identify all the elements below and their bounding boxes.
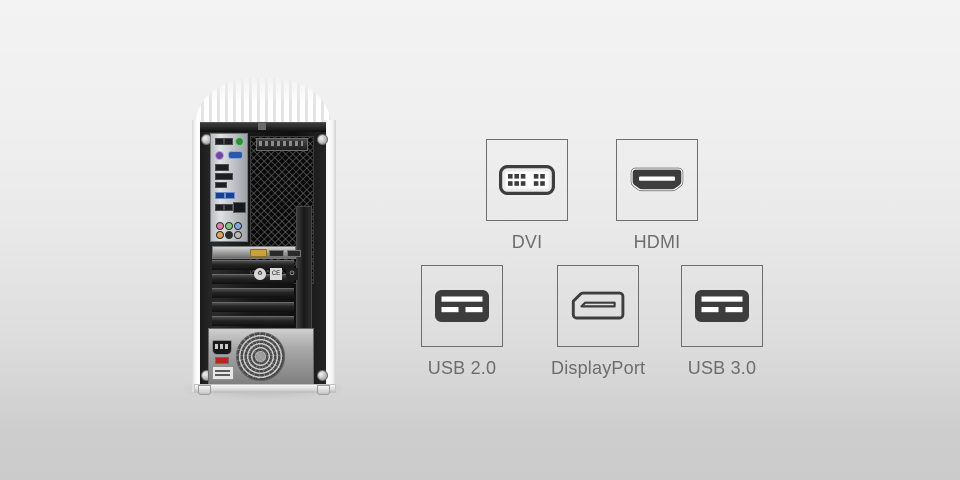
io-usb3-port [225,192,235,199]
hdmi-port-icon [630,167,684,192]
psu-power-switch[interactable] [215,357,229,364]
expansion-slot-cover [212,260,294,270]
motherboard-io-shield [210,133,248,242]
card-displayport-connector [287,250,301,257]
expansion-slot-cover [212,288,294,298]
tower-base [194,384,336,393]
port-icon-box-hdmi [616,139,698,221]
usb-port-icon [695,290,749,322]
io-vga-port [228,151,243,159]
expansion-card-bracket [212,246,301,259]
psu-socket-pin [215,344,218,349]
port-icon-box-displayport [557,265,640,347]
tower-left-panel [192,120,202,392]
io-usb-port [224,138,233,145]
io-serial-port [215,164,229,171]
thumbscrew [317,134,328,145]
ce-mark-icon: CE [270,268,282,280]
regulatory-marks: ♻ CE ⏻ [254,268,302,281]
tower-top-notch [258,123,266,130]
io-ethernet-port [233,202,246,213]
psu-label-line [215,370,230,372]
io-audio-jack-rear [225,231,233,239]
port-icon-box-dvi [486,139,568,221]
io-usb3-port [215,192,225,199]
port-label-dvi: DVI [511,232,543,252]
port-label-displayport: DisplayPort [551,358,646,378]
port-label-usb2: USB 2.0 [427,358,497,378]
io-ps2-port [235,137,244,146]
psu-rating-label [212,366,234,380]
dvi-port-icon [499,165,555,195]
io-audio-jack-center [216,231,224,239]
io-audio-jack-mic [216,222,224,230]
io-audio-jack-line-in [234,222,242,230]
expansion-slot-cover [212,302,294,312]
io-legacy-port [215,182,227,188]
io-ps2-port [215,151,224,160]
psu-fan-spokes [236,332,283,379]
io-audio-jack-side [234,231,242,239]
port-icon-box-usb3 [681,265,763,347]
expansion-slot-cover [212,316,294,326]
psu-socket-pin [225,344,228,349]
psu-label-line [215,374,230,376]
tower-right-panel [324,120,336,392]
weee-mark-icon: ⏻ [286,268,298,280]
port-card-usb3[interactable]: USB 3.0 [681,265,763,379]
io-usb-port [215,138,224,145]
recycle-mark-icon: ♻ [254,268,266,280]
psu-power-socket [212,340,232,355]
tower-top-highlight [196,78,330,124]
usb-port-icon [435,290,489,322]
port-label-hdmi: HDMI [633,232,681,252]
tower-foot [317,385,330,395]
card-hdmi-connector [269,250,284,257]
expansion-slot-cover [212,274,294,284]
port-icon-box-usb2 [421,265,503,347]
port-card-hdmi[interactable]: HDMI [616,139,698,253]
io-parallel-port [215,173,233,180]
io-audio-jack-line-out [225,222,233,230]
psu-socket-pin [220,344,223,349]
io-usb-port [224,204,233,211]
port-card-dvi[interactable]: DVI [486,139,568,253]
io-usb-port [215,204,224,211]
port-label-usb3: USB 3.0 [687,358,757,378]
port-card-usb2[interactable]: USB 2.0 [421,265,503,379]
card-dvi-connector [250,249,267,257]
displayport-port-icon [571,291,625,320]
thumbscrew [317,370,328,381]
case-top-slot-fins [259,141,303,146]
computer-tower-image: ♻ CE ⏻ [178,78,348,408]
port-card-displayport[interactable]: DisplayPort [551,265,645,379]
tower-foot [198,385,211,395]
